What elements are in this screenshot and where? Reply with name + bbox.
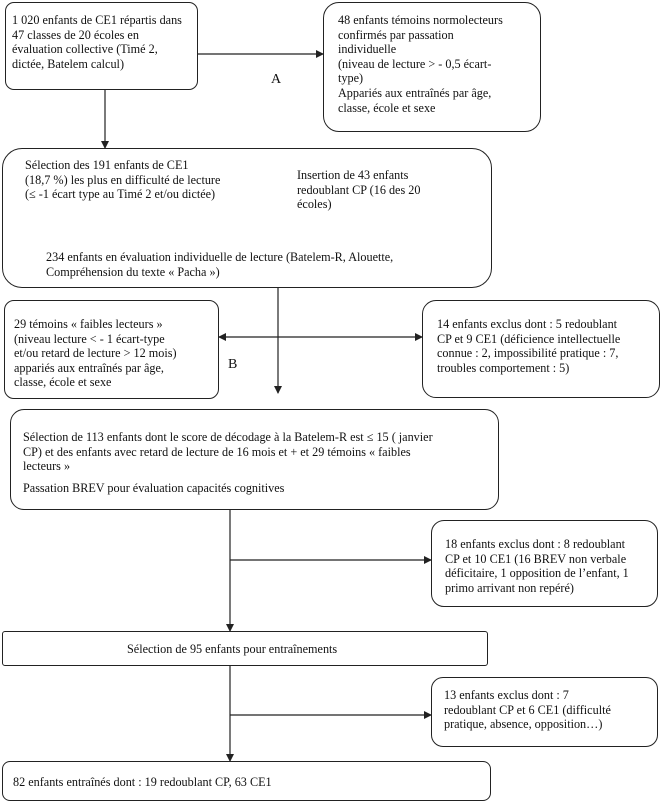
box-insertion-43-text: Insertion de 43 enfants redoublant CP (1… [297,168,421,212]
box-selection-95: Sélection de 95 enfants pour entraînemen… [2,631,488,666]
box-selection-113: Sélection de 113 enfants dont le score d… [10,409,499,510]
box-excluded-18-text: 18 enfants exclus dont : 8 redoublant CP… [445,537,629,595]
box-initial-cohort: 1 020 enfants de CE1 répartis dans 47 cl… [5,2,198,90]
box-evaluation-234-text: 234 enfants en évaluation individuelle d… [46,250,394,279]
box-trained-82: 82 enfants entraînés dont : 19 redoublan… [2,761,491,801]
label-b: B [228,357,238,372]
box-excluded-13-text: 13 enfants exclus dont : 7 redoublant CP… [444,688,611,732]
box-selection-95-text: Sélection de 95 enfants pour entraînemen… [127,642,338,656]
label-a: A [271,72,282,87]
box-brev-text: Passation BREV pour évaluation capacités… [23,481,285,495]
box-excluded-14-text: 14 enfants exclus dont : 5 redoublant CP… [437,317,621,375]
box-control-weak-readers-text: 29 témoins « faibles lecteurs » (niveau … [14,317,177,390]
box-control-weak-readers: 29 témoins « faibles lecteurs » (niveau … [4,300,219,399]
box-selection-191-text: Sélection des 191 enfants de CE1 (18,7 %… [25,158,221,202]
box-excluded-13: 13 enfants exclus dont : 7 redoublant CP… [431,677,658,747]
box-excluded-14: 14 enfants exclus dont : 5 redoublant CP… [422,300,660,398]
box-initial-cohort-text: 1 020 enfants de CE1 répartis dans 47 cl… [12,13,182,71]
box-selection-113-text: Sélection de 113 enfants dont le score d… [23,430,433,474]
box-control-normal-readers-text: 48 enfants témoins normolecteurs confirm… [338,13,503,115]
box-trained-82-text: 82 enfants entraînés dont : 19 redoublan… [13,775,272,789]
box-excluded-18: 18 enfants exclus dont : 8 redoublant CP… [431,520,658,607]
box-control-normal-readers: 48 enfants témoins normolecteurs confirm… [323,2,541,132]
box-selection-191: Sélection des 191 enfants de CE1 (18,7 %… [2,148,492,288]
